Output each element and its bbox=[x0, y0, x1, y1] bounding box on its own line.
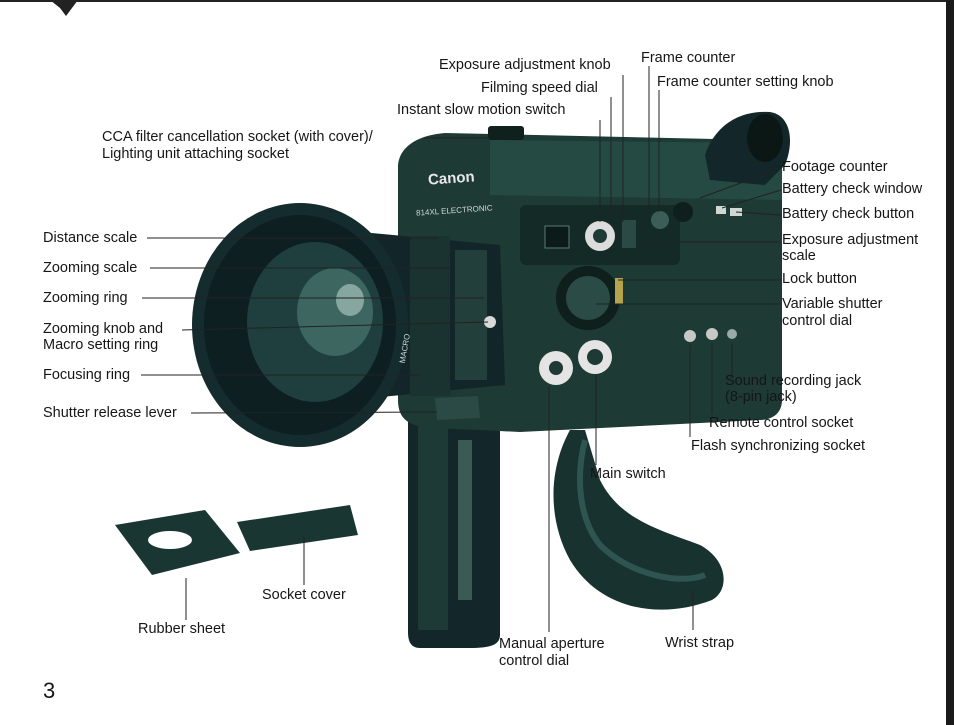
label-manual-aperture-line1: Manual aperture bbox=[499, 636, 605, 652]
label-exposure-adjustment-knob: Exposure adjustment knob bbox=[439, 57, 611, 73]
label-zooming-ring: Zooming ring bbox=[43, 290, 128, 306]
label-variable-shutter-line1: Variable shutter bbox=[782, 296, 883, 312]
label-focusing-ring: Focusing ring bbox=[43, 367, 131, 383]
label-zooming-knob-line2: Macro setting ring bbox=[43, 337, 159, 353]
footage-counter-shape bbox=[673, 202, 693, 222]
camera-brand-text: Canon bbox=[427, 168, 476, 189]
slow-motion-switch-shape bbox=[544, 225, 570, 249]
label-instant-slow-motion-switch: Instant slow motion switch bbox=[397, 102, 566, 118]
socket-cover-shape bbox=[237, 505, 358, 551]
top-socket bbox=[488, 126, 524, 140]
label-frame-counter: Frame counter bbox=[641, 50, 736, 66]
label-main-switch: Main switch bbox=[590, 466, 666, 482]
label-lock-button: Lock button bbox=[782, 271, 857, 287]
label-flash-sync-socket: Flash synchronizing socket bbox=[691, 438, 866, 454]
label-manual-aperture-line2: control dial bbox=[499, 653, 570, 669]
label-frame-counter-setting-knob: Frame counter setting knob bbox=[657, 74, 834, 90]
label-zooming-scale: Zooming scale bbox=[43, 260, 138, 276]
page-right-edge bbox=[946, 0, 954, 725]
page-corner-mark bbox=[50, 0, 78, 16]
label-socket-cover: Socket cover bbox=[262, 587, 346, 603]
exposure-knob-shape bbox=[651, 211, 669, 229]
label-cca-filter-line2: Lighting unit attaching socket bbox=[102, 146, 290, 162]
page-number: 3 bbox=[43, 678, 56, 703]
wrist-strap-highlight bbox=[577, 439, 707, 582]
label-cca-filter-line1: CCA filter cancellation socket (with cov… bbox=[102, 129, 373, 145]
label-wrist-strap: Wrist strap bbox=[665, 635, 735, 651]
leader-lines bbox=[141, 66, 782, 632]
label-variable-shutter-line2: control dial bbox=[782, 313, 853, 329]
label-sound-recording-line2: (8-pin jack) bbox=[725, 389, 797, 405]
zoom-ring-shape bbox=[410, 236, 450, 396]
label-exposure-scale-line1: Exposure adjustment bbox=[782, 232, 919, 248]
label-footage-counter: Footage counter bbox=[782, 159, 888, 175]
wrist-strap-shape bbox=[553, 430, 724, 610]
remote-jack bbox=[706, 328, 718, 340]
page-top-edge bbox=[0, 0, 954, 2]
label-exposure-scale-line2: scale bbox=[782, 248, 816, 264]
sound-jack bbox=[727, 329, 737, 339]
label-rubber-sheet: Rubber sheet bbox=[138, 621, 226, 637]
label-filming-speed-dial: Filming speed dial bbox=[481, 80, 598, 96]
label-battery-check-button: Battery check button bbox=[782, 206, 915, 222]
label-remote-control-socket: Remote control socket bbox=[709, 415, 854, 431]
grip-sticker bbox=[458, 440, 472, 600]
label-shutter-release-lever: Shutter release lever bbox=[43, 405, 177, 421]
eyepiece-cup bbox=[747, 114, 783, 162]
shutter-lever-shape bbox=[435, 396, 480, 420]
label-battery-check-window: Battery check window bbox=[782, 181, 923, 197]
label-zooming-knob-line1: Zooming knob and bbox=[43, 321, 164, 337]
label-distance-scale: Distance scale bbox=[43, 230, 138, 246]
label-sound-recording-line1: Sound recording jack bbox=[725, 373, 862, 389]
grip-texture bbox=[418, 420, 448, 630]
flash-sync-jack bbox=[684, 330, 696, 342]
